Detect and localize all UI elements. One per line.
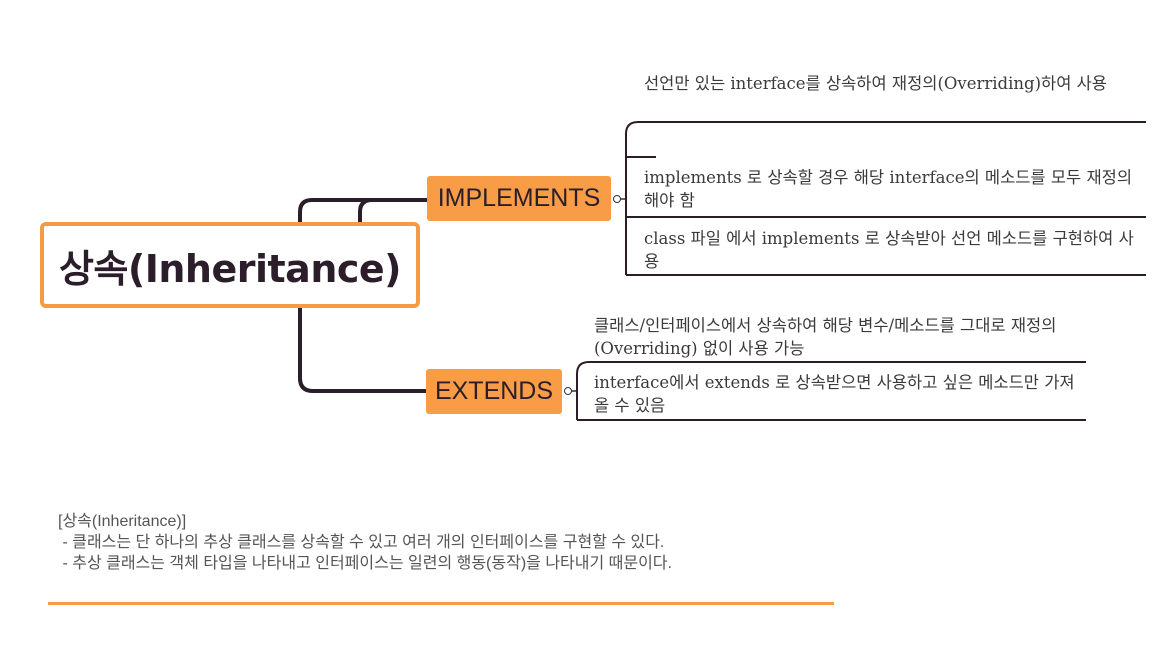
extends-item-1[interactable]: 클래스/인터페이스에서 상속하여 해당 변수/메소드를 그대로 재정의(Over… (594, 316, 1057, 358)
divider (48, 602, 834, 605)
implements-item-3[interactable]: class 파일 에서 implements 로 상속받아 선언 메소드를 구현… (644, 229, 1134, 271)
connector-implements (298, 198, 427, 222)
summary-note-line: - 클래스는 단 하나의 추상 클래스를 상속할 수 있고 여러 개의 인터페이… (58, 534, 665, 551)
implements-item-2[interactable]: implements 로 상속할 경우 해당 interface의 메소드를 모… (644, 168, 1132, 210)
root-title: 상속(Inheritance) (58, 246, 402, 291)
branch-implements-label: IMPLEMENTS (437, 184, 601, 212)
collapse-toggle-implements[interactable] (613, 195, 621, 203)
branch-extends[interactable]: EXTENDS (426, 369, 562, 414)
extends-item-2[interactable]: interface에서 extends 로 상속받으면 사용하고 싶은 메소드만… (594, 373, 1075, 415)
summary-note: [상속(Inheritance)] - 클래스는 단 하나의 추상 클래스를 상… (58, 511, 672, 574)
implements-item-1[interactable]: 선언만 있는 interface를 상속하여 재정의(Overriding)하여… (644, 74, 1107, 93)
connector-extends (298, 308, 426, 393)
summary-note-title: [상속(Inheritance)] (58, 513, 187, 530)
branch-implements[interactable]: IMPLEMENTS (427, 176, 611, 221)
branch-extends-label: EXTENDS (434, 377, 554, 405)
root-node[interactable]: 상속(Inheritance) (40, 222, 420, 308)
collapse-toggle-extends[interactable] (564, 387, 572, 395)
summary-note-line: - 추상 클래스는 객체 타입을 나타내고 인터페이스는 일련의 행동(동작)을… (58, 555, 672, 572)
